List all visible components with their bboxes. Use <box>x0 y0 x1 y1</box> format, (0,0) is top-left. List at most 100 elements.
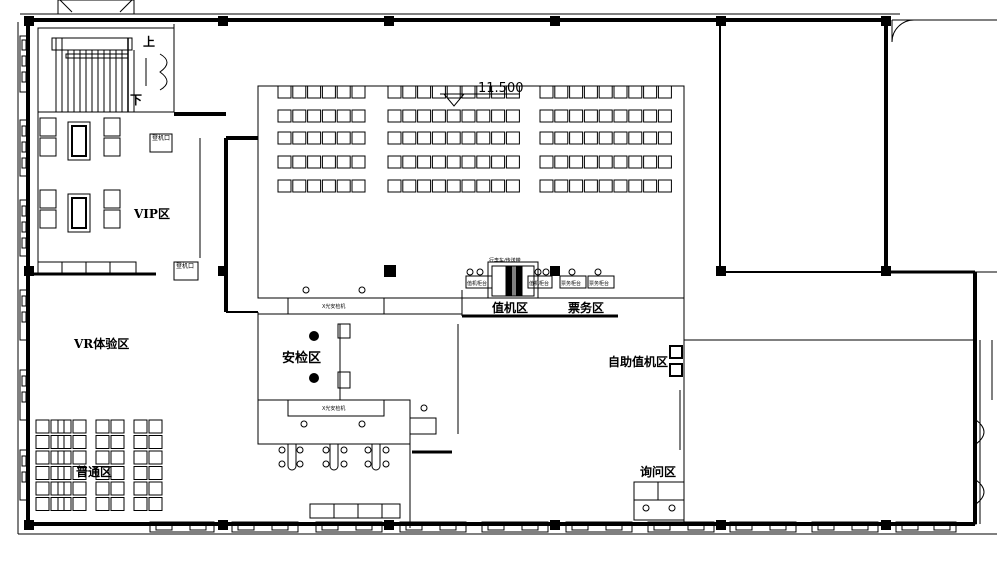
seat <box>446 85 461 99</box>
seat <box>336 85 351 99</box>
seat <box>351 131 366 145</box>
seat <box>57 481 72 496</box>
seat <box>491 109 506 123</box>
seat <box>95 450 110 465</box>
seat <box>491 179 506 193</box>
seat <box>554 109 569 123</box>
seat <box>148 481 163 496</box>
seat <box>417 155 432 169</box>
seating-grid <box>277 85 672 193</box>
seat <box>417 131 432 145</box>
seat <box>476 131 491 145</box>
seat <box>613 155 628 169</box>
seat <box>539 179 554 193</box>
boarding-gate-2-label: 登机口 <box>176 262 194 270</box>
seat <box>336 155 351 169</box>
seat <box>554 179 569 193</box>
seat <box>598 179 613 193</box>
seat <box>505 85 520 99</box>
seat <box>133 435 148 449</box>
seat <box>292 155 307 169</box>
seat <box>110 466 125 480</box>
seat <box>431 85 446 99</box>
seat <box>351 155 366 169</box>
seat <box>57 435 72 449</box>
seat <box>569 85 584 99</box>
seat <box>417 179 432 193</box>
seat <box>292 109 307 123</box>
seat <box>133 497 148 511</box>
seat <box>569 109 584 123</box>
left-window-strip <box>19 35 29 501</box>
seat <box>643 131 658 145</box>
seat <box>583 179 598 193</box>
seat <box>336 109 351 123</box>
seat <box>387 155 402 169</box>
self-checkin-area-label: 自助值机区 <box>608 354 668 369</box>
seat <box>569 155 584 169</box>
security-area <box>257 286 462 528</box>
ticket-counter-1-label: 票务柜台 <box>561 280 581 287</box>
top-notch <box>57 0 997 43</box>
seat <box>72 419 87 434</box>
seat <box>110 450 125 465</box>
seat <box>110 435 125 449</box>
seat <box>148 466 163 480</box>
seat <box>476 179 491 193</box>
checkin-counters <box>461 261 618 318</box>
seat <box>446 109 461 123</box>
seat <box>461 155 476 169</box>
seat <box>35 466 50 480</box>
seat <box>583 109 598 123</box>
staircase <box>37 27 175 113</box>
seat <box>613 109 628 123</box>
security-machine-top-label: X光安检机 <box>322 303 345 310</box>
seat <box>417 109 432 123</box>
seat <box>476 85 491 99</box>
seat <box>657 179 672 193</box>
seat <box>133 466 148 480</box>
seat <box>657 131 672 145</box>
seat <box>476 155 491 169</box>
seat <box>461 179 476 193</box>
seat <box>57 466 72 480</box>
seat <box>277 85 292 99</box>
seat <box>539 155 554 169</box>
seat <box>307 155 322 169</box>
seat <box>446 131 461 145</box>
seat <box>133 419 148 434</box>
seat <box>72 450 87 465</box>
seat <box>110 481 125 496</box>
seat <box>598 131 613 145</box>
seat <box>321 179 336 193</box>
seat <box>598 155 613 169</box>
seat <box>133 450 148 465</box>
seat <box>446 179 461 193</box>
seat <box>613 179 628 193</box>
seat <box>351 109 366 123</box>
seat <box>148 497 163 511</box>
vip-area-label: VIP区 <box>133 207 170 221</box>
seat <box>148 435 163 449</box>
seat <box>110 419 125 434</box>
seat <box>554 85 569 99</box>
seat <box>431 109 446 123</box>
seat <box>505 179 520 193</box>
seat <box>431 179 446 193</box>
seat <box>598 85 613 99</box>
seat <box>35 419 50 434</box>
seat <box>657 109 672 123</box>
checkin-area-label: 值机区 <box>492 300 528 315</box>
seat <box>431 131 446 145</box>
seat <box>72 435 87 449</box>
seat <box>402 109 417 123</box>
seat <box>583 85 598 99</box>
seat <box>461 131 476 145</box>
seat <box>321 85 336 99</box>
stair-down-label: 下 <box>130 93 142 107</box>
seat <box>554 155 569 169</box>
security-area-label: 安检区 <box>282 350 321 366</box>
seat <box>539 131 554 145</box>
ticket-counter-2-label: 票务柜台 <box>589 280 609 287</box>
seat <box>307 131 322 145</box>
